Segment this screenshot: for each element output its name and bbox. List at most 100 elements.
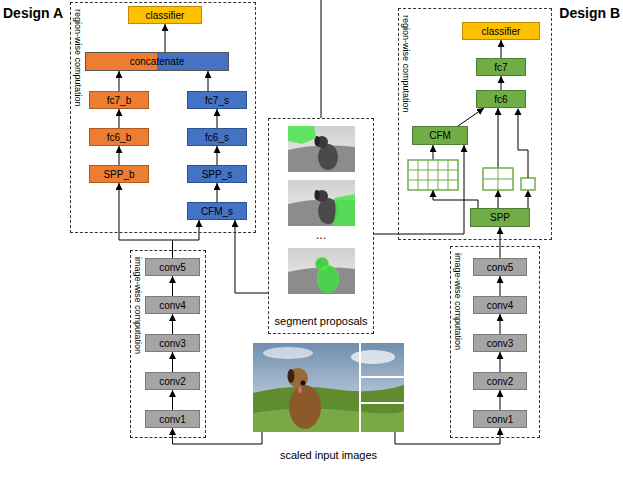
layer-box: SPP_s xyxy=(187,165,247,183)
flow-arrow xyxy=(500,227,501,258)
flow-arrow xyxy=(119,109,120,128)
flow-arrow xyxy=(501,76,502,90)
input-image: scaled input images xyxy=(253,343,404,432)
grid-frame xyxy=(521,178,535,190)
layer-box: classifier xyxy=(462,22,540,40)
photo-sky xyxy=(253,343,404,432)
layer-label: fc7 xyxy=(494,62,507,73)
layer-label: fc7_s xyxy=(205,95,229,106)
flow-arrow xyxy=(500,390,501,410)
dog-ear xyxy=(315,190,320,200)
proposal-label: segment proposals xyxy=(269,315,373,328)
segment-mask xyxy=(288,126,316,144)
layer-box: concatenate xyxy=(85,52,229,71)
computation-region: classifier concatenate fc7_b fc6_bSPP_b fc7_… xyxy=(70,2,256,233)
flow-arrow xyxy=(173,428,263,444)
layer-label: concatenate xyxy=(130,56,185,67)
flow-arrow xyxy=(172,276,173,296)
flow-arrow xyxy=(119,146,120,165)
pool-line xyxy=(528,197,529,208)
photo-cloud xyxy=(263,347,313,359)
layer-label: classifier xyxy=(482,26,521,37)
proposal-label: ... xyxy=(269,228,373,242)
segment-mask xyxy=(315,257,329,271)
flow-arrow xyxy=(458,108,484,126)
computation-region: classifier fc7 fc6CFM SPP region-wise comput… xyxy=(398,8,552,240)
layer-box: fc6_b xyxy=(89,128,149,146)
photo-grass xyxy=(253,385,404,432)
mosaic-divider xyxy=(360,343,404,432)
segment-image xyxy=(288,126,355,172)
layer-label: conv3 xyxy=(487,338,514,349)
region-label: region-wise computation xyxy=(400,15,411,113)
layer-box: conv5 xyxy=(145,258,200,276)
layer-label: fc7_b xyxy=(107,95,131,106)
layer-label: CFM xyxy=(429,130,451,141)
flow-arrow xyxy=(500,352,501,372)
layer-label: conv4 xyxy=(159,300,186,311)
layer-label: SPP xyxy=(490,212,510,223)
layer-box: conv3 xyxy=(473,334,527,352)
layer-box: fc6 xyxy=(476,90,526,108)
photo-cloud xyxy=(351,350,395,364)
region-label: region-wise computation xyxy=(72,9,83,107)
grid-frame xyxy=(483,168,513,190)
layer-box: conv1 xyxy=(473,410,527,428)
arrow-head xyxy=(525,190,532,197)
layer-label: SPP_b xyxy=(103,169,134,180)
spp-grid-medium xyxy=(483,168,513,190)
flow-arrow xyxy=(173,220,200,258)
layer-label: SPP_s xyxy=(202,169,233,180)
spp-grid-large xyxy=(408,160,458,190)
layer-box: fc6_s xyxy=(187,128,247,146)
arrow-head xyxy=(430,190,437,197)
flow-arrow xyxy=(172,314,173,334)
layer-box: conv5 xyxy=(473,258,527,276)
spp-grid-small xyxy=(521,178,535,190)
layer-box: fc7_b xyxy=(89,91,149,109)
photo-sky xyxy=(288,126,355,172)
layer-label: CFM_s xyxy=(201,206,233,217)
flow-arrow xyxy=(217,183,218,202)
layer-box: fc7 xyxy=(476,58,526,76)
flow-arrow xyxy=(165,24,166,52)
layer-box: fc7_s xyxy=(187,91,247,109)
grid-lines xyxy=(408,160,458,190)
layer-box: conv2 xyxy=(145,372,200,390)
photo-sky xyxy=(288,248,355,294)
dog-ear xyxy=(288,369,295,383)
flow-arrow xyxy=(500,276,501,296)
flow-arrow xyxy=(217,109,218,128)
design-label: Design B xyxy=(559,5,620,22)
computation-region: conv5conv4conv3conv2conv1image-wise comp… xyxy=(130,250,206,438)
flow-arrow xyxy=(501,40,502,58)
flow-arrow xyxy=(119,71,120,91)
dog-nose xyxy=(301,381,306,386)
layer-box: conv4 xyxy=(145,296,200,314)
grid-lines xyxy=(483,168,513,190)
layer-label: conv1 xyxy=(487,414,514,425)
pool-line xyxy=(518,115,528,178)
layer-box: classifier xyxy=(128,6,202,24)
flow-arrow xyxy=(395,428,500,444)
layer-box: CFM xyxy=(412,126,468,145)
feed-line xyxy=(321,0,322,118)
layer-label: fc6_b xyxy=(107,132,131,143)
layer-label: conv5 xyxy=(487,262,514,273)
arrow-head xyxy=(495,190,502,197)
layer-label: fc6 xyxy=(494,94,507,105)
layer-label: fc6_s xyxy=(205,132,229,143)
flow-arrow xyxy=(217,146,218,165)
segment-image xyxy=(288,248,355,294)
layer-label: conv1 xyxy=(159,414,186,425)
layer-box: conv1 xyxy=(145,410,200,428)
proposal-panel: ... segment proposals xyxy=(268,118,374,334)
dog-head xyxy=(288,368,308,388)
layer-box: CFM_s xyxy=(187,202,247,220)
layer-label: conv2 xyxy=(159,376,186,387)
flow-arrow xyxy=(374,145,464,234)
